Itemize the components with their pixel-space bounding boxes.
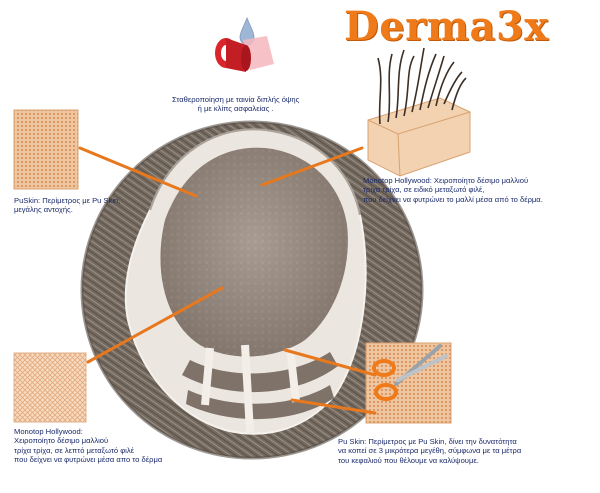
monotop-bottom-annotation-line: Monotop Hollywood: [14,427,83,436]
double-sided-tape-icon [215,16,274,72]
leader-puskin-top [78,146,198,198]
brand-logo: Derma3x [344,3,549,50]
tape-annotation-line: ή με κλίπς ασφαλείας . [197,104,274,114]
monotop-right-annotation: Monotop Hollywood: Χειροποίητο δέσιμο μα… [363,176,543,204]
tape-annotation: Σταθεροποίηση με ταινία διπλής όψης ή με… [172,95,299,114]
trim-strip-1 [182,352,338,393]
monotop-right-annotation-line: τρίχα τρίχα, σε ειδικό μεταξωτό φιλέ, [363,185,485,195]
monotop-right-annotation-line: Monotop Hollywood: Χειροποίητο δέσιμο μα… [363,176,529,185]
monotop-right-annotation-line: που δείχνει να φυτρώνει το μαλλί μέσα απ… [363,194,543,204]
hair-system-photo [80,120,424,460]
puskin-mesh-swatch [13,109,79,190]
puskin-bottom-annotation-line: Pu Skin: Περίμετρος με Pu Skin, δίνει τη… [338,437,517,446]
puskin-top-annotation: PuSkin: Περίμετρος με Pu Skin, μεγάλης α… [14,196,120,215]
monotop-mesh-swatch [13,352,87,423]
puskin-top-annotation-line: μεγάλης αντοχής. [14,205,73,215]
leader-monotop-bottom [86,286,224,364]
puskin-bottom-annotation-line: να κοπεί σε 3 μικρότερα μεγέθη, σύμφωνα … [338,446,522,456]
monotop-bottom-annotation-line: που δείχνει να φυτρώνει μέσα απο το δέρμ… [14,455,163,465]
puskin-bottom-annotation: Pu Skin: Περίμετρος με Pu Skin, δίνει τη… [338,437,521,465]
puskin-top-annotation-line: PuSkin: Περίμετρος με Pu Skin, [14,196,121,205]
puskin-bottom-annotation-line: του κεφαλιού που θέλουμε να καλύψουμε. [338,455,479,465]
leader-puskin-bottom-1 [283,348,377,377]
leader-puskin-bottom-2 [290,398,377,415]
puskin-mesh-swatch-bottom [365,342,452,424]
monotop-bottom-annotation: Monotop Hollywood: Χειροποίητο δέσιμο μα… [14,427,162,465]
monotop-bottom-annotation-line: τρίχα τρίχα, σε λεπτό μεταξωτό φιλέ [14,445,135,455]
tape-annotation-line: Σταθεροποίηση με ταινία διπλής όψης [172,95,300,104]
hair-knot-cross-section-icon [367,47,471,177]
trim-strip-2 [186,385,334,420]
monotop-bottom-annotation-line: Χειροποίητο δέσιμο μαλλιού [14,436,109,446]
leader-lines [78,146,377,415]
scissors-icon [372,344,448,401]
leader-monotop-right [260,146,364,187]
